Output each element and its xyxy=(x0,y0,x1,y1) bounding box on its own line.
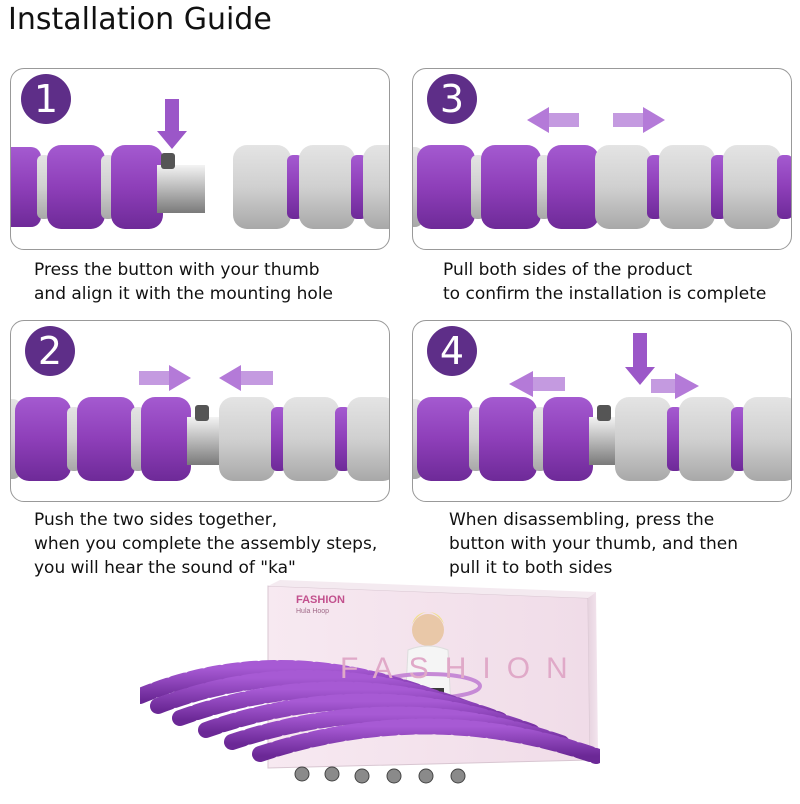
step-4-caption: When disassembling, press the button wit… xyxy=(449,510,739,578)
step-3-panel: 3 xyxy=(412,68,792,250)
step-1-caption: Press the button with your thumb and ali… xyxy=(34,260,334,304)
step-4-illustration xyxy=(413,333,791,481)
page-title: Installation Guide xyxy=(8,2,272,37)
step-4-panel: 4 xyxy=(412,320,792,502)
step-3-illustration xyxy=(413,107,791,229)
step-2-illustration xyxy=(11,365,389,481)
step-1-badge: 1 xyxy=(21,74,71,124)
step-2-panel: 2 xyxy=(10,320,390,502)
step-4-badge: 4 xyxy=(427,326,477,376)
step-2-badge: 2 xyxy=(25,326,75,376)
box-big-word: FASHION xyxy=(340,652,584,685)
box-brand: FASHION xyxy=(296,594,345,606)
package-illustration xyxy=(132,580,604,784)
step-3-caption: Pull both sides of the product to confir… xyxy=(443,260,767,304)
product-package-image: FASHION Hula Hoop FASHION xyxy=(132,578,604,800)
step-2-caption: Push the two sides together, when you co… xyxy=(34,510,378,578)
step-1-panel: 1 xyxy=(10,68,390,250)
step-3-badge: 3 xyxy=(427,74,477,124)
step-1-illustration xyxy=(11,99,389,229)
box-subtitle: Hula Hoop xyxy=(296,608,330,615)
